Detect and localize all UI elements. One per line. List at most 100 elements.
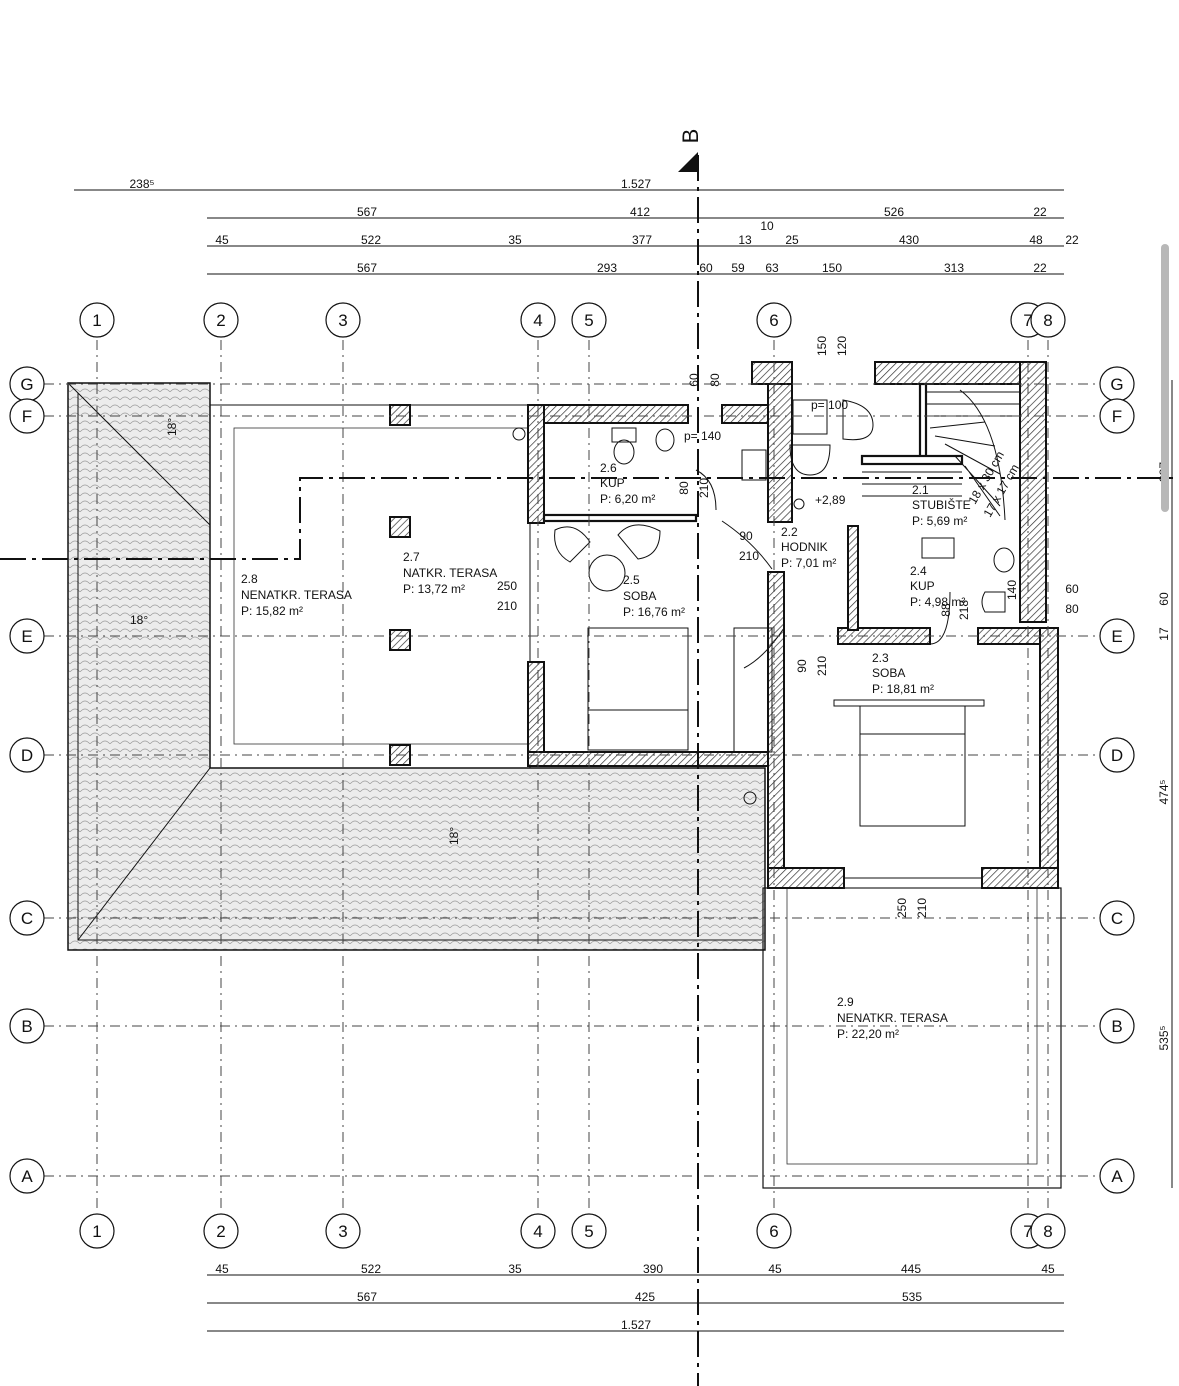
wall <box>527 751 769 767</box>
axis-label: 8 <box>1043 1222 1052 1241</box>
opening-value: 140 <box>1005 580 1019 600</box>
wall <box>767 361 793 523</box>
door-swing <box>721 520 773 570</box>
axis-label: 3 <box>338 311 347 330</box>
wall <box>721 404 773 424</box>
svg-text:NENATKR. TERASA: NENATKR. TERASA <box>837 1011 948 1025</box>
dim-value: 567 <box>357 1290 377 1304</box>
axis-bubbles-top: 1 2 3 4 5 6 7 8 <box>79 302 1066 338</box>
axis-label: 6 <box>769 1222 778 1241</box>
dim-value: 45 <box>1041 1262 1055 1276</box>
opening-value: 90 <box>739 529 753 543</box>
dim-value: 45 <box>215 233 229 247</box>
vertical-scrollbar[interactable] <box>1161 244 1169 512</box>
opening-value: 210 <box>739 549 759 563</box>
svg-text:KUP: KUP <box>600 476 625 490</box>
section-line: B <box>0 129 1179 1386</box>
dim-value: 522 <box>361 1262 381 1276</box>
axis-label: 1 <box>92 311 101 330</box>
opening-value: 60 <box>687 373 701 387</box>
dim-value: 60 <box>699 261 713 275</box>
dim-value: 567 <box>357 205 377 219</box>
svg-text:NATKR. TERASA: NATKR. TERASA <box>403 566 497 580</box>
svg-text:P: 18,81 m²: P: 18,81 m² <box>872 682 934 696</box>
axis-label: 5 <box>584 311 593 330</box>
opening-value: 80 <box>1065 602 1079 616</box>
level-value: +2,89 <box>815 493 846 507</box>
opening-value: 80 <box>677 481 691 495</box>
roof-edge-line <box>77 393 762 941</box>
opening-value: 60 <box>1065 582 1079 596</box>
dim-value: 1.527 <box>621 177 651 191</box>
wall <box>981 867 1059 889</box>
wall <box>874 361 1036 385</box>
opening-value: 90 <box>795 659 809 673</box>
axis-label: 6 <box>769 311 778 330</box>
stair-walk-line <box>959 389 1006 521</box>
svg-text:2.2: 2.2 <box>781 525 798 539</box>
door-swing <box>929 591 951 645</box>
axis-label: 4 <box>533 1222 542 1241</box>
pillar <box>389 516 411 538</box>
wall <box>527 661 545 767</box>
dim-value: 445 <box>901 1262 921 1276</box>
shaft <box>512 427 526 441</box>
axis-bubbles-left: G F E D C B A <box>9 366 45 1194</box>
svg-text:P: 7,01 m²: P: 7,01 m² <box>781 556 836 570</box>
svg-text:P: 4,98 m²: P: 4,98 m² <box>910 595 965 609</box>
dim-value: 390 <box>643 1262 663 1276</box>
dim-value: 45 <box>215 1262 229 1276</box>
washbasin <box>981 591 1006 613</box>
opening-value: 210 <box>915 898 929 918</box>
bed <box>859 705 966 827</box>
opening-value: 250 <box>895 898 909 918</box>
svg-text:SOBA: SOBA <box>872 666 905 680</box>
pillar <box>389 629 411 651</box>
svg-text:HODNIK: HODNIK <box>781 540 828 554</box>
walls <box>527 361 1059 889</box>
svg-text:2.5: 2.5 <box>623 573 640 587</box>
axis-label: G <box>20 375 33 394</box>
wall <box>527 404 689 424</box>
toilet <box>611 427 637 443</box>
dim-value: 425 <box>635 1290 655 1304</box>
dim-value: 567 <box>357 261 377 275</box>
svg-text:P: 22,20 m²: P: 22,20 m² <box>837 1027 899 1041</box>
dim-value: 22 <box>1033 205 1047 219</box>
svg-text:KUP: KUP <box>910 579 935 593</box>
svg-text:2.7: 2.7 <box>403 550 420 564</box>
armchair <box>617 524 661 560</box>
axis-label: F <box>22 407 32 426</box>
sill-height: p= 140 <box>684 429 721 443</box>
wall <box>860 454 964 466</box>
slope-label: 18° <box>130 613 148 627</box>
roof-areas <box>67 382 766 951</box>
sink <box>921 537 955 559</box>
svg-text:2.4: 2.4 <box>910 564 927 578</box>
opening-dimensions: 150 120 60 80 80 210 90 210 250 210 90 2… <box>497 336 1079 918</box>
dim-value: 63 <box>765 261 779 275</box>
opening-value: 210 <box>497 599 517 613</box>
dim-value: 522 <box>361 233 381 247</box>
headboard <box>833 699 985 707</box>
axis-bubbles-right: G F E D C B A <box>1099 366 1135 1194</box>
opening-value: 150 <box>815 336 829 356</box>
wall <box>733 627 773 753</box>
opening-value: 218 <box>957 600 971 620</box>
dim-value: 17 <box>1157 627 1171 641</box>
opening-value: 88 <box>939 603 953 617</box>
axis-label: G <box>1110 375 1123 394</box>
dim-value: 45 <box>768 1262 782 1276</box>
wall <box>847 525 859 631</box>
dim-value: 526 <box>884 205 904 219</box>
dim-value: 59 <box>731 261 745 275</box>
svg-text:2.3: 2.3 <box>872 651 889 665</box>
opening-value: 210 <box>815 656 829 676</box>
wall <box>751 361 793 385</box>
dimensions-top: 238⁵ 1.527 567 412 10 526 22 45 522 35 3… <box>74 177 1079 275</box>
